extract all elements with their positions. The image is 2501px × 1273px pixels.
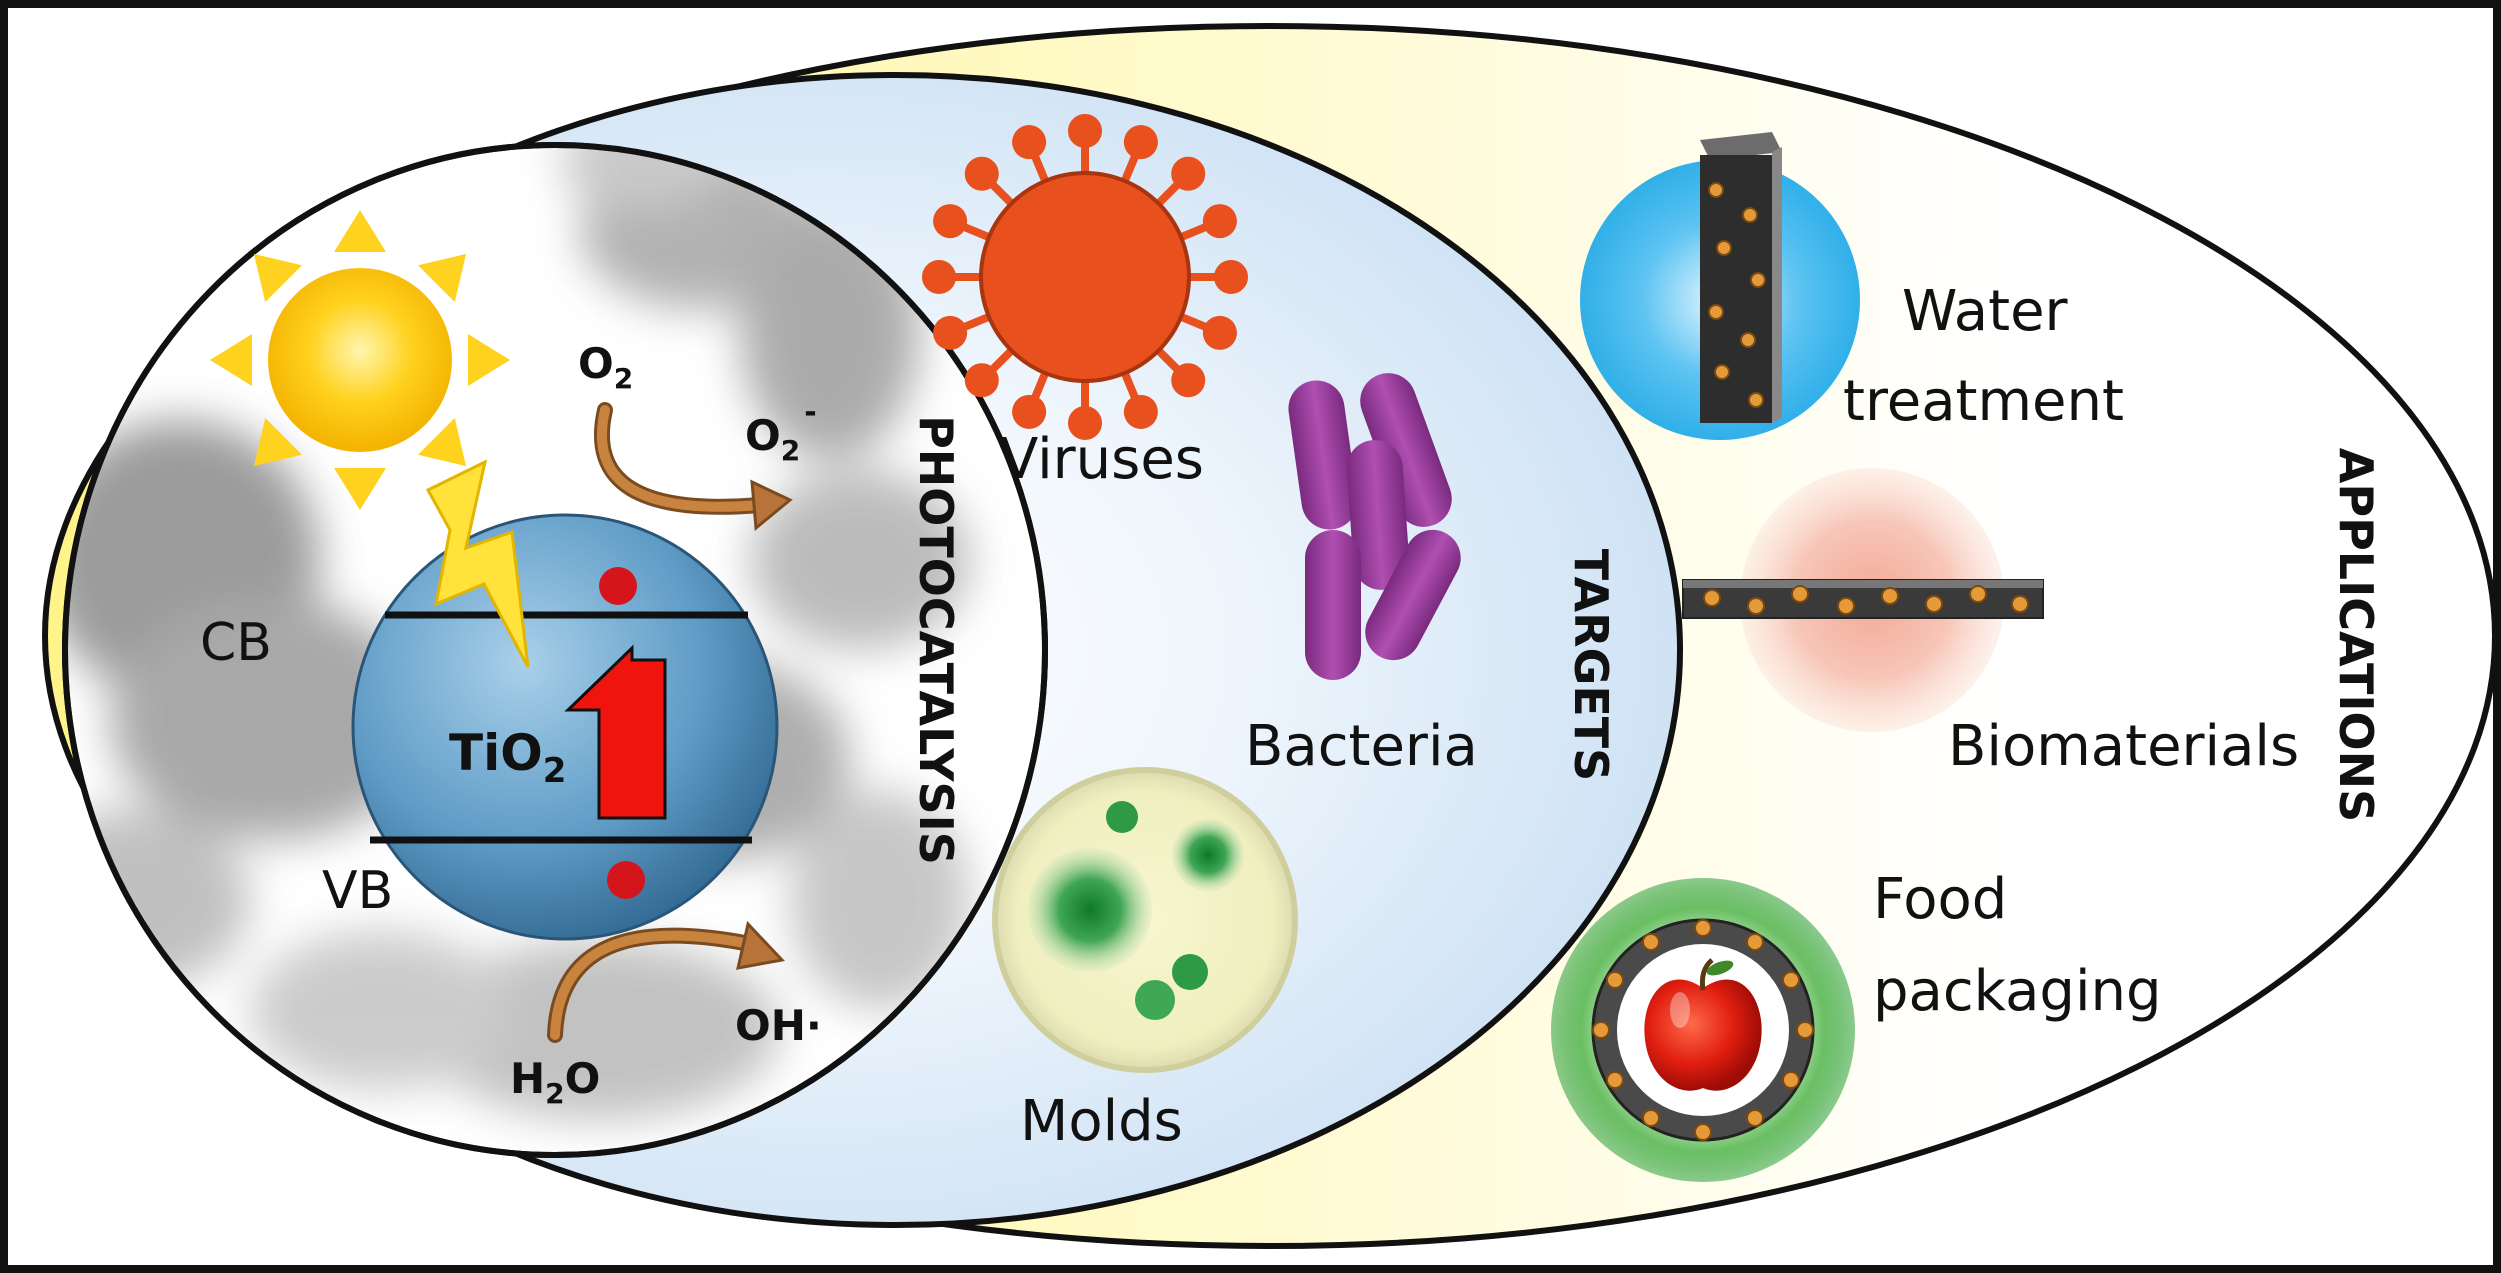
photocatalysis-title: PHOTOCATALYSIS	[909, 415, 963, 865]
tio2-label: TiO2	[449, 724, 566, 791]
lightning-bolt-icon	[425, 459, 530, 668]
bacteria-icon	[1288, 373, 1461, 680]
reaction-arrow-top-icon	[593, 402, 793, 531]
food-packaging-label-line2: packaging	[1873, 959, 2162, 1024]
apple-icon	[1644, 958, 1762, 1091]
water-treatment-icon	[1580, 132, 1860, 440]
food-packaging-icon	[1551, 878, 1855, 1182]
molds-label: Molds	[1020, 1089, 1183, 1154]
mold-petri-dish-icon	[992, 767, 1298, 1073]
cb-label: CB	[200, 613, 272, 673]
water-treatment-label-line1: Water	[1902, 279, 2069, 344]
tio2-particle	[351, 513, 779, 941]
hole-dot	[607, 861, 645, 899]
vb-label: VB	[322, 861, 393, 921]
food-packaging-label-line1: Food	[1873, 867, 2007, 932]
bacteria-label: Bacteria	[1245, 714, 1478, 779]
o2-label: O2	[578, 339, 633, 395]
superoxide-label: O2-	[745, 395, 817, 467]
biomaterials-icon	[1682, 468, 2044, 732]
applications-title: APPLICATIONS	[2329, 448, 2383, 822]
sun-icon	[210, 210, 510, 510]
electron-dot	[599, 567, 637, 605]
excitation-arrow-icon	[564, 644, 667, 820]
hydroxyl-label: OH·	[735, 1001, 822, 1050]
water-treatment-label-line2: treatment	[1843, 369, 2124, 434]
reaction-arrow-bottom-icon	[547, 920, 785, 1043]
biomaterials-label: Biomaterials	[1948, 714, 2299, 779]
virus-icon	[922, 114, 1248, 440]
targets-title: TARGETS	[1564, 549, 1618, 782]
viruses-label: Viruses	[1000, 427, 1204, 492]
water-formula-label: H2O	[510, 1054, 600, 1110]
